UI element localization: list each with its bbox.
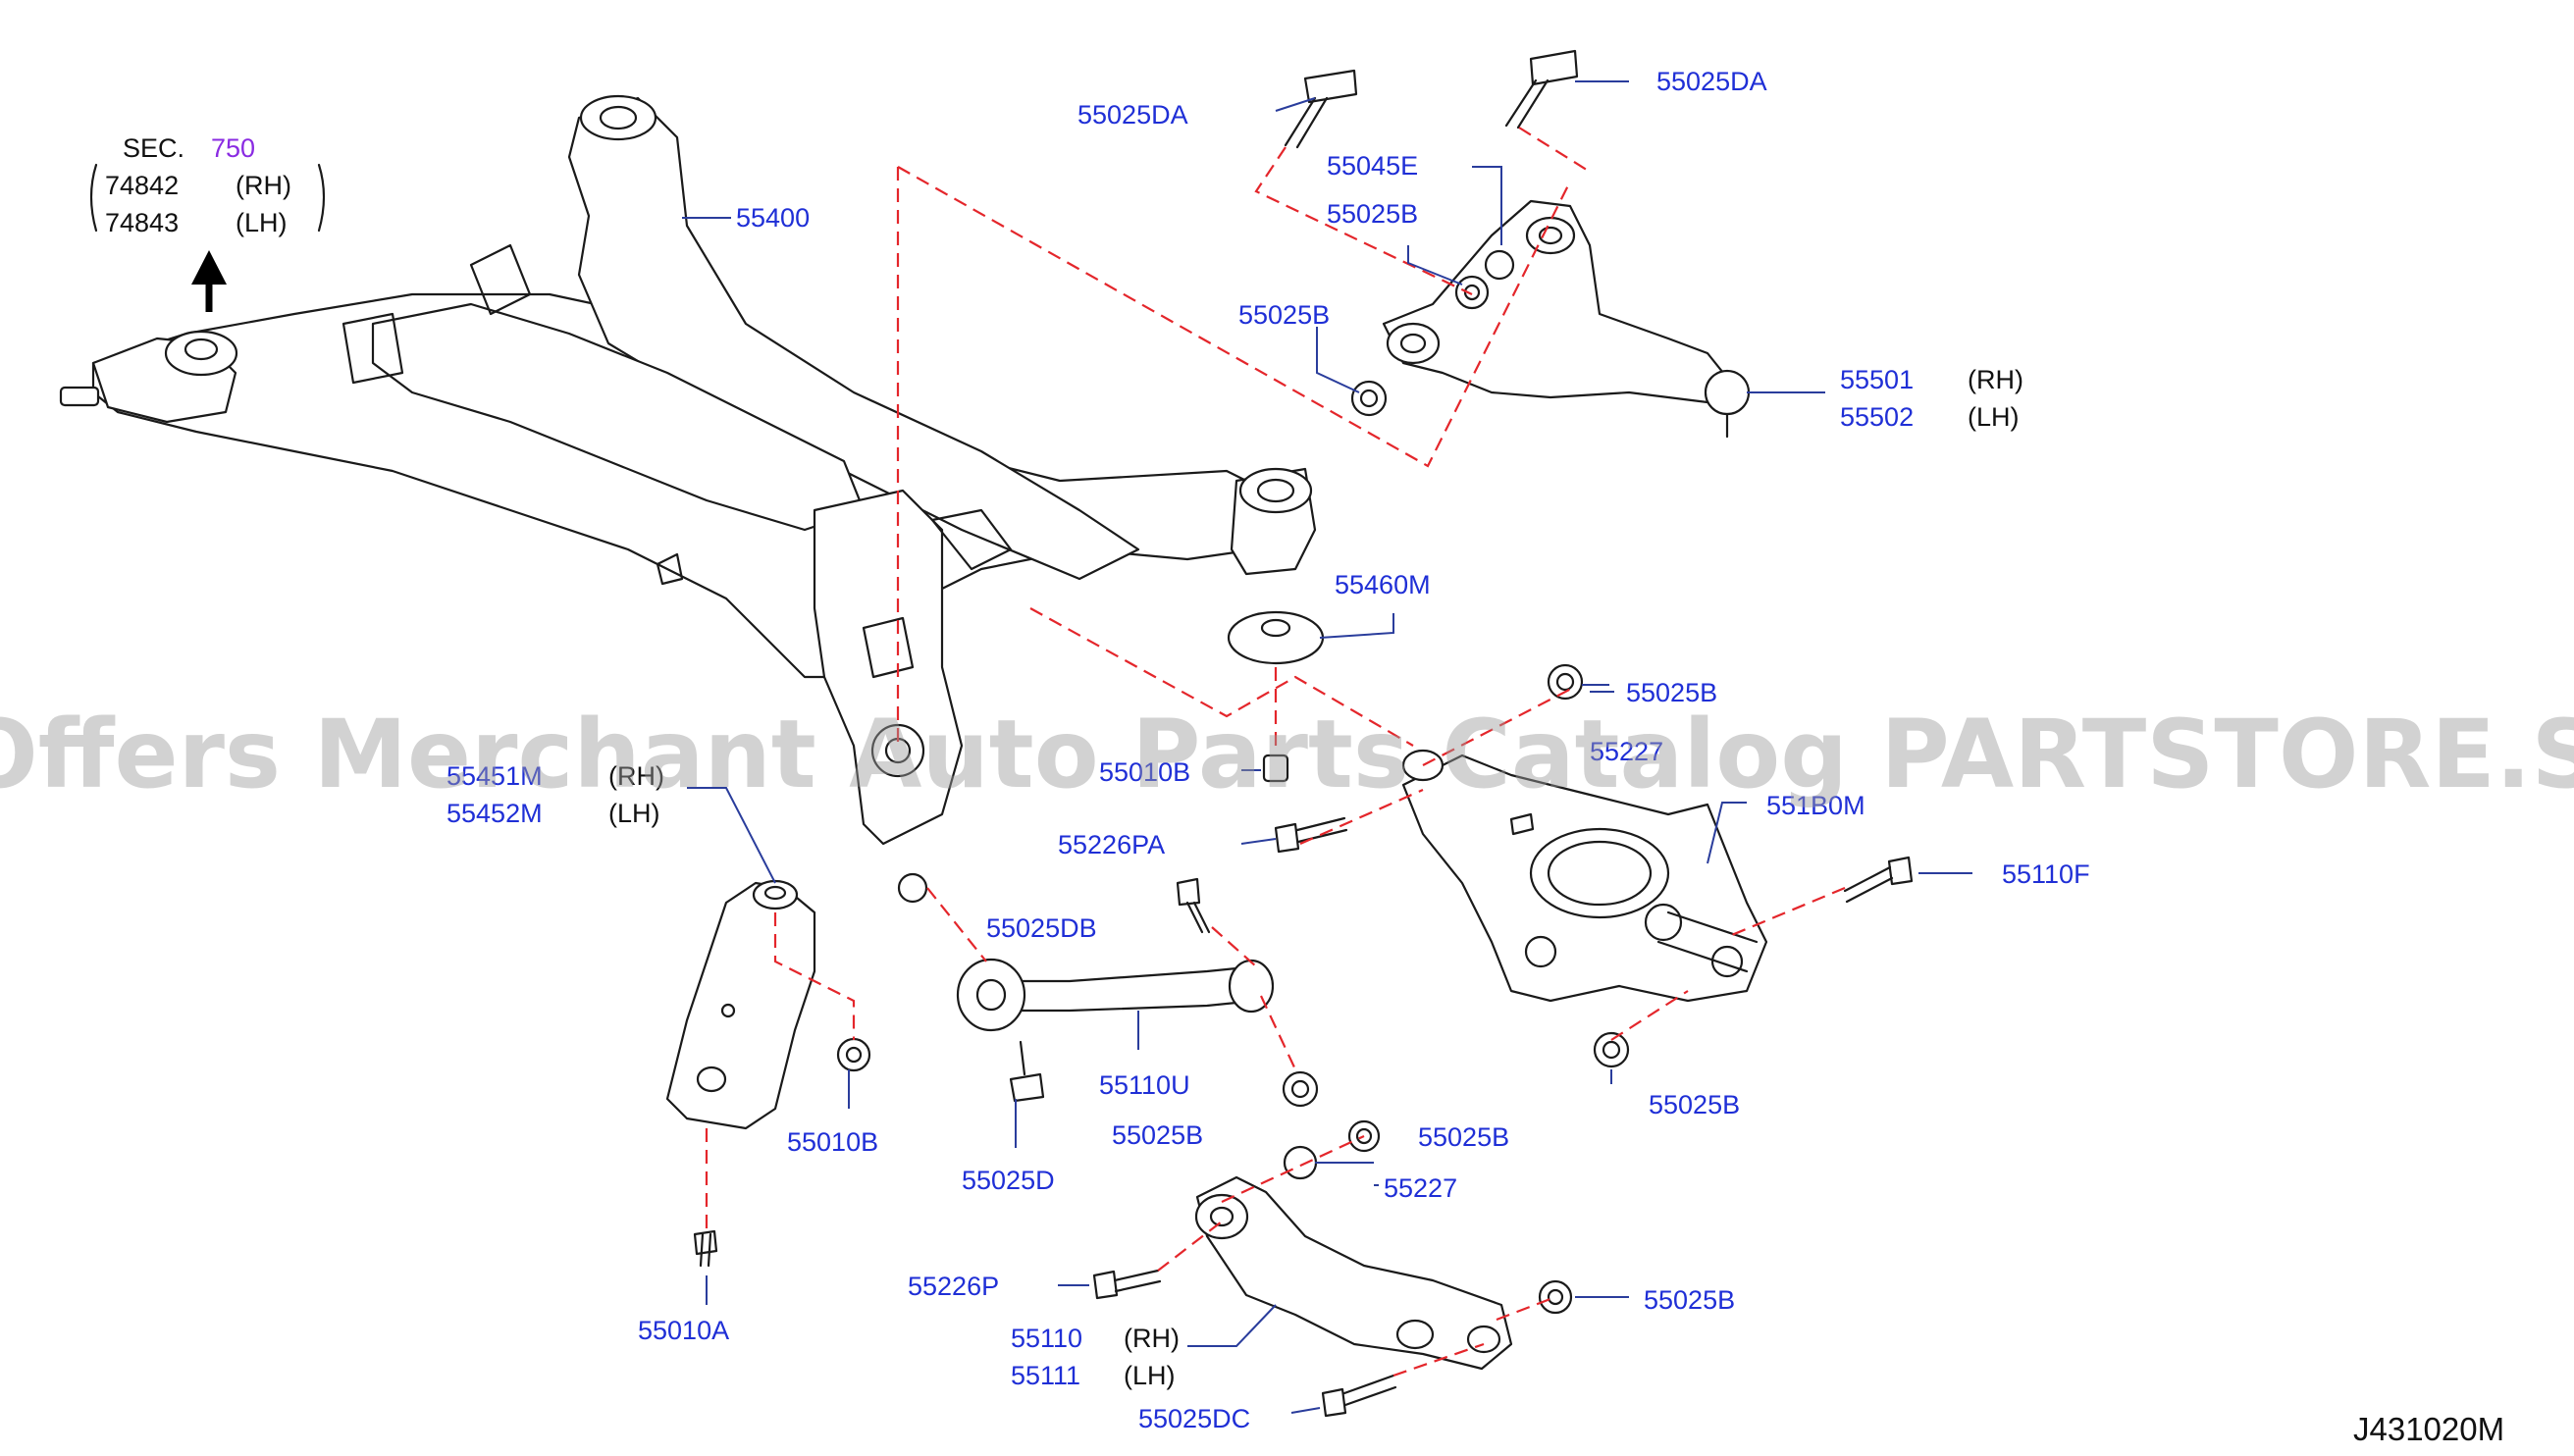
- label-551B0M: 551B0M: [1766, 791, 1865, 820]
- label-55010B-lower: 55010B: [787, 1127, 878, 1157]
- up-arrow-icon: [191, 250, 227, 312]
- section-part-rh: 74842: [105, 171, 179, 200]
- label-55010A: 55010A: [638, 1316, 729, 1345]
- label-55025DC: 55025DC: [1138, 1404, 1250, 1433]
- label-55010B-upper: 55010B: [1099, 757, 1190, 787]
- section-number: 750: [211, 133, 255, 163]
- upper-arm-hardware: [1284, 49, 1579, 417]
- spring-seat-55460M: [1227, 610, 1325, 783]
- label-55025B-mid: 55025B: [1626, 678, 1717, 707]
- label-55025DA-right: 55025DA: [1656, 67, 1767, 96]
- label-55501: 55501: [1840, 365, 1914, 394]
- label-55111: 55111: [1011, 1361, 1080, 1390]
- label-55226P: 55226P: [908, 1272, 999, 1301]
- section-bracket: [89, 163, 326, 233]
- upper-arm-55501: [1382, 199, 1751, 439]
- label-55110U: 55110U: [1099, 1070, 1190, 1100]
- section-prefix: SEC.: [123, 133, 184, 163]
- assembly-guide-lines: [705, 127, 1846, 1378]
- label-55227-lower: 55227: [1384, 1173, 1457, 1203]
- side-55452M: (LH): [608, 799, 660, 828]
- label-55045E: 55045E: [1327, 151, 1418, 181]
- label-55025B-link: 55025B: [1112, 1120, 1203, 1150]
- label-55025B-bottom: 55025B: [1644, 1285, 1735, 1315]
- crossmember-55400: [59, 94, 1317, 904]
- label-55110: 55110: [1011, 1324, 1082, 1353]
- section-side-lh: (LH): [236, 208, 288, 237]
- label-55400: 55400: [736, 203, 810, 233]
- label-55025B-upper-left: 55025B: [1238, 300, 1330, 330]
- link-55110U: [956, 958, 1275, 1103]
- side-55451M: (RH): [608, 761, 664, 791]
- side-55111: (LH): [1124, 1361, 1176, 1390]
- label-55451M: 55451M: [447, 761, 543, 791]
- diagram-code: J431020M: [2353, 1411, 2504, 1447]
- label-55452M: 55452M: [447, 799, 543, 828]
- label-55460M: 55460M: [1335, 570, 1431, 599]
- side-55110: (RH): [1124, 1324, 1180, 1353]
- section-side-rh: (RH): [236, 171, 291, 200]
- lower-arm-55110: [1092, 663, 1914, 1418]
- label-55110F: 55110F: [2002, 859, 2090, 889]
- label-55025B-lower-right: 55025B: [1649, 1090, 1740, 1119]
- label-55025DA-left: 55025DA: [1077, 100, 1188, 130]
- label-55226PA: 55226PA: [1058, 830, 1165, 859]
- section-reference: SEC. 750 74842 (RH) 74843 (LH): [105, 133, 291, 237]
- label-55025B-lower: 55025B: [1418, 1122, 1509, 1152]
- part-labels: 55400 55025DA 55025DA 55045E 55025B 5502…: [447, 67, 2090, 1433]
- section-part-lh: 74843: [105, 208, 179, 237]
- label-55025B-upper: 55025B: [1327, 199, 1418, 229]
- side-55501: (RH): [1968, 365, 2023, 394]
- label-55025D: 55025D: [962, 1166, 1055, 1195]
- bracket-55451M: [665, 879, 871, 1268]
- watermark: Offers Merchant Auto Parts Catalog PARTS…: [0, 700, 2574, 809]
- leader-lines: [682, 80, 1972, 1414]
- lower-arm-551B0M: [1401, 749, 1768, 1003]
- side-55502: (LH): [1968, 402, 2020, 432]
- label-55227-upper: 55227: [1590, 737, 1663, 766]
- label-55025DB: 55025DB: [986, 913, 1097, 943]
- label-55502: 55502: [1840, 402, 1914, 432]
